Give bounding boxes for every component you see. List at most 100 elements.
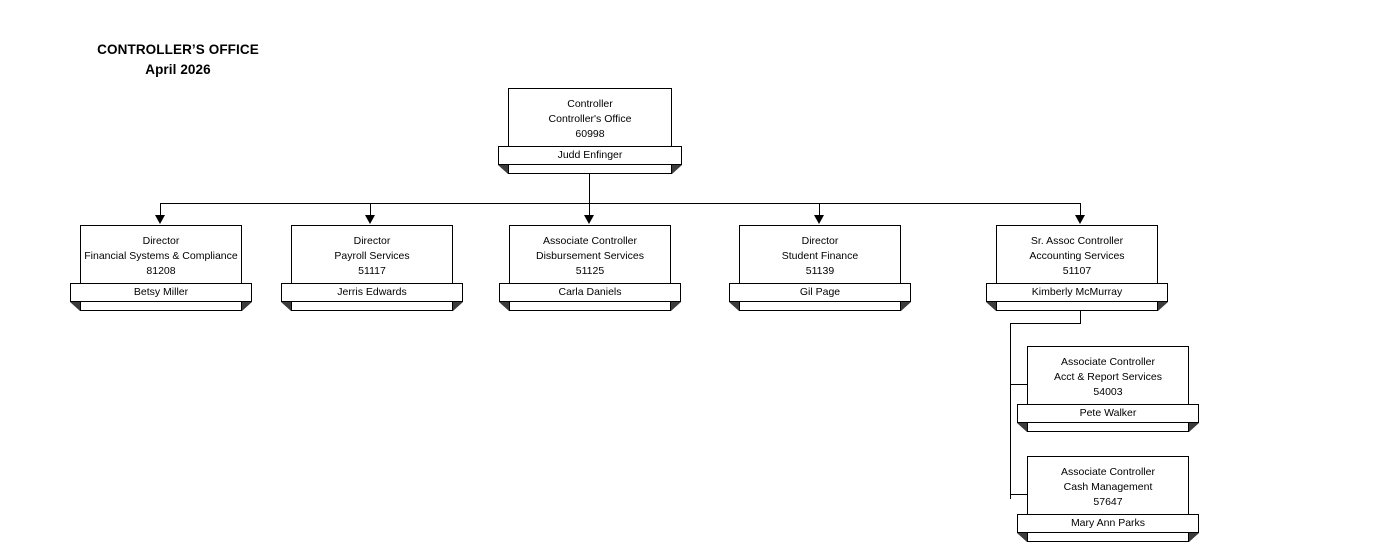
fold-corner-right-icon <box>242 302 252 311</box>
fold-corner-left-icon <box>1017 423 1027 432</box>
org-node-title: Associate Controller <box>1061 465 1155 478</box>
org-node-department: Controller's Office <box>548 112 632 125</box>
org-node-body: Director Financial Systems & Compliance … <box>80 225 242 287</box>
connector-branch-2 <box>370 203 372 216</box>
org-node-name-bar: Jerris Edwards <box>281 283 463 302</box>
org-node-person-name: Carla Daniels <box>558 286 622 298</box>
org-node-department: Payroll Services <box>334 249 410 262</box>
org-node-body: Director Student Finance 51139 <box>739 225 901 287</box>
org-node-base-bar <box>509 302 671 311</box>
org-node-code: 57647 <box>1093 495 1123 508</box>
connector-branch-4 <box>819 203 821 216</box>
chart-title: CONTROLLER’S OFFICE April 2026 <box>88 40 268 80</box>
org-node-title: Director <box>801 234 839 247</box>
org-node-name-bar: Gil Page <box>729 283 911 302</box>
fold-corner-right-icon <box>671 302 681 311</box>
org-node-base-bar <box>996 302 1158 311</box>
org-node-title: Associate Controller <box>1061 355 1155 368</box>
org-node-base-bar <box>80 302 242 311</box>
org-node-person-name: Gil Page <box>799 286 841 298</box>
org-node-person-name: Judd Enfinger <box>557 149 623 161</box>
org-node-person-name: Jerris Edwards <box>337 286 407 298</box>
org-node-body: Associate Controller Disbursement Servic… <box>509 225 671 287</box>
org-node-person-name: Kimberly McMurray <box>1031 286 1123 298</box>
org-node-controller[interactable]: Controller Controller's Office 60998 Jud… <box>498 88 682 174</box>
fold-corner-right-icon <box>453 302 463 311</box>
connector-root-drop <box>589 174 591 204</box>
fold-corner-left-icon <box>499 302 509 311</box>
fold-corner-left-icon <box>729 302 739 311</box>
org-node-base-bar <box>1027 533 1189 542</box>
fold-corner-left-icon <box>70 302 80 311</box>
org-node-person-name: Pete Walker <box>1079 407 1137 419</box>
org-node-base-bar <box>1027 423 1189 432</box>
arrow-down-icon-5 <box>1075 215 1085 224</box>
org-node-code: 60998 <box>575 127 605 140</box>
fold-corner-right-icon <box>1189 423 1199 432</box>
org-node-title: Director <box>353 234 391 247</box>
org-node-payroll-services[interactable]: Director Payroll Services 51117 Jerris E… <box>281 225 463 311</box>
org-node-body: Controller Controller's Office 60998 <box>508 88 672 150</box>
org-node-financial-systems-compliance[interactable]: Director Financial Systems & Compliance … <box>70 225 252 311</box>
fold-corner-right-icon <box>901 302 911 311</box>
org-node-department: Accounting Services <box>1029 249 1125 262</box>
fold-corner-left-icon <box>498 165 508 174</box>
org-node-name-bar: Betsy Miller <box>70 283 252 302</box>
org-node-title: Controller <box>567 97 613 110</box>
org-node-cash-management[interactable]: Associate Controller Cash Management 576… <box>1017 456 1199 542</box>
org-node-person-name: Mary Ann Parks <box>1070 517 1146 529</box>
arrow-down-icon-1 <box>155 215 165 224</box>
connector-accounting-elbow <box>1010 323 1081 325</box>
org-node-base-bar <box>739 302 901 311</box>
org-node-title: Director <box>142 234 180 247</box>
org-node-title: Associate Controller <box>543 234 637 247</box>
fold-corner-right-icon <box>672 165 682 174</box>
org-node-department: Student Finance <box>781 249 859 262</box>
org-node-code: 51107 <box>1062 264 1092 277</box>
arrow-down-icon-3 <box>584 215 594 224</box>
org-node-department: Acct & Report Services <box>1054 370 1162 383</box>
org-node-acct-report-services[interactable]: Associate Controller Acct & Report Servi… <box>1017 346 1199 432</box>
org-node-department: Financial Systems & Compliance <box>84 249 238 262</box>
connector-grandchild-2 <box>1010 494 1030 496</box>
org-node-body: Associate Controller Acct & Report Servi… <box>1027 346 1189 408</box>
org-node-base-bar <box>508 165 672 174</box>
org-node-name-bar: Mary Ann Parks <box>1017 514 1199 533</box>
fold-corner-right-icon <box>1158 302 1168 311</box>
org-node-code: 51139 <box>805 264 835 277</box>
connector-grandchild-1 <box>1010 384 1030 386</box>
arrow-down-icon-4 <box>814 215 824 224</box>
connector-branch-1 <box>160 203 162 216</box>
connector-branch-5 <box>1080 203 1082 216</box>
org-node-name-bar: Kimberly McMurray <box>986 283 1168 302</box>
arrow-down-icon-2 <box>365 215 375 224</box>
org-node-body: Sr. Assoc Controller Accounting Services… <box>996 225 1158 287</box>
connector-branch-3 <box>589 203 591 216</box>
fold-corner-left-icon <box>281 302 291 311</box>
org-node-code: 51117 <box>358 264 386 277</box>
fold-corner-left-icon <box>1017 533 1027 542</box>
connector-accounting-drop <box>1080 311 1082 324</box>
org-node-code: 51125 <box>575 264 605 277</box>
chart-title-line1: CONTROLLER’S OFFICE <box>97 42 259 57</box>
org-node-department: Cash Management <box>1063 480 1153 493</box>
org-node-department: Disbursement Services <box>536 249 644 262</box>
org-node-code: 81208 <box>146 264 176 277</box>
org-node-name-bar: Pete Walker <box>1017 404 1199 423</box>
org-node-accounting-services[interactable]: Sr. Assoc Controller Accounting Services… <box>986 225 1168 311</box>
org-node-student-finance[interactable]: Director Student Finance 51139 Gil Page <box>729 225 911 311</box>
org-node-title: Sr. Assoc Controller <box>1030 234 1124 247</box>
org-node-person-name: Betsy Miller <box>133 286 189 298</box>
org-node-code: 54003 <box>1093 385 1123 398</box>
connector-accounting-spine <box>1010 323 1012 499</box>
org-node-disbursement-services[interactable]: Associate Controller Disbursement Servic… <box>499 225 681 311</box>
chart-title-line2: April 2026 <box>145 62 211 77</box>
fold-corner-left-icon <box>986 302 996 311</box>
org-node-body: Director Payroll Services 51117 <box>291 225 453 287</box>
org-node-name-bar: Judd Enfinger <box>498 146 682 165</box>
org-node-name-bar: Carla Daniels <box>499 283 681 302</box>
org-node-body: Associate Controller Cash Management 576… <box>1027 456 1189 518</box>
org-node-base-bar <box>291 302 453 311</box>
connector-horizontal-bus <box>160 203 1080 205</box>
